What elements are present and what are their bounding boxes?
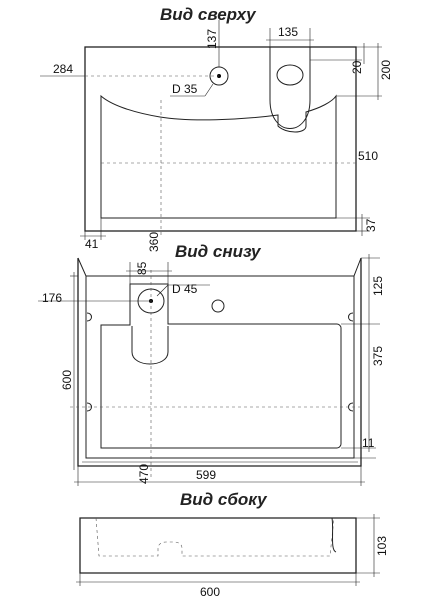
dim-600-bottom: 600 — [200, 585, 220, 599]
dim-125: 125 — [371, 276, 385, 296]
side-view: Вид сбоку 103 600 — [76, 490, 389, 599]
top-slot — [269, 47, 311, 129]
dim-284: 284 — [53, 62, 73, 76]
bottom-outline — [77, 258, 362, 467]
dim-137: 137 — [205, 29, 219, 49]
bottom-drain-hole — [211, 299, 225, 313]
top-slot-hole — [276, 64, 304, 86]
dim-103: 103 — [375, 536, 389, 556]
dim-510: 510 — [358, 149, 378, 163]
dim-360: 360 — [147, 232, 161, 252]
bottom-slot — [100, 283, 342, 449]
top-view-title: Вид сверху — [160, 5, 257, 24]
dim-41: 41 — [85, 237, 99, 251]
bottom-view-title: Вид снизу — [175, 242, 262, 261]
top-basin — [100, 94, 337, 219]
dim-85: 85 — [135, 261, 149, 275]
top-view: Вид сверху 137 135 284 20 200 — [40, 5, 393, 252]
dim-176: 176 — [42, 291, 62, 305]
dim-375: 375 — [371, 346, 385, 366]
dim-200: 200 — [379, 60, 393, 80]
top-outline — [84, 46, 357, 232]
dim-470: 470 — [137, 464, 151, 484]
dim-600-left: 600 — [60, 370, 74, 390]
bottom-view: Вид снизу 85 D 45 176 — [38, 242, 385, 486]
dim-d35: D 35 — [172, 82, 198, 96]
dim-135: 135 — [278, 25, 298, 39]
dim-37: 37 — [364, 218, 378, 232]
dim-599: 599 — [196, 468, 216, 482]
side-outline — [79, 517, 357, 574]
side-view-title: Вид сбоку — [180, 490, 268, 509]
dim-d45: D 45 — [172, 282, 198, 296]
dim-20: 20 — [350, 60, 364, 74]
dim-11: 11 — [362, 436, 375, 450]
